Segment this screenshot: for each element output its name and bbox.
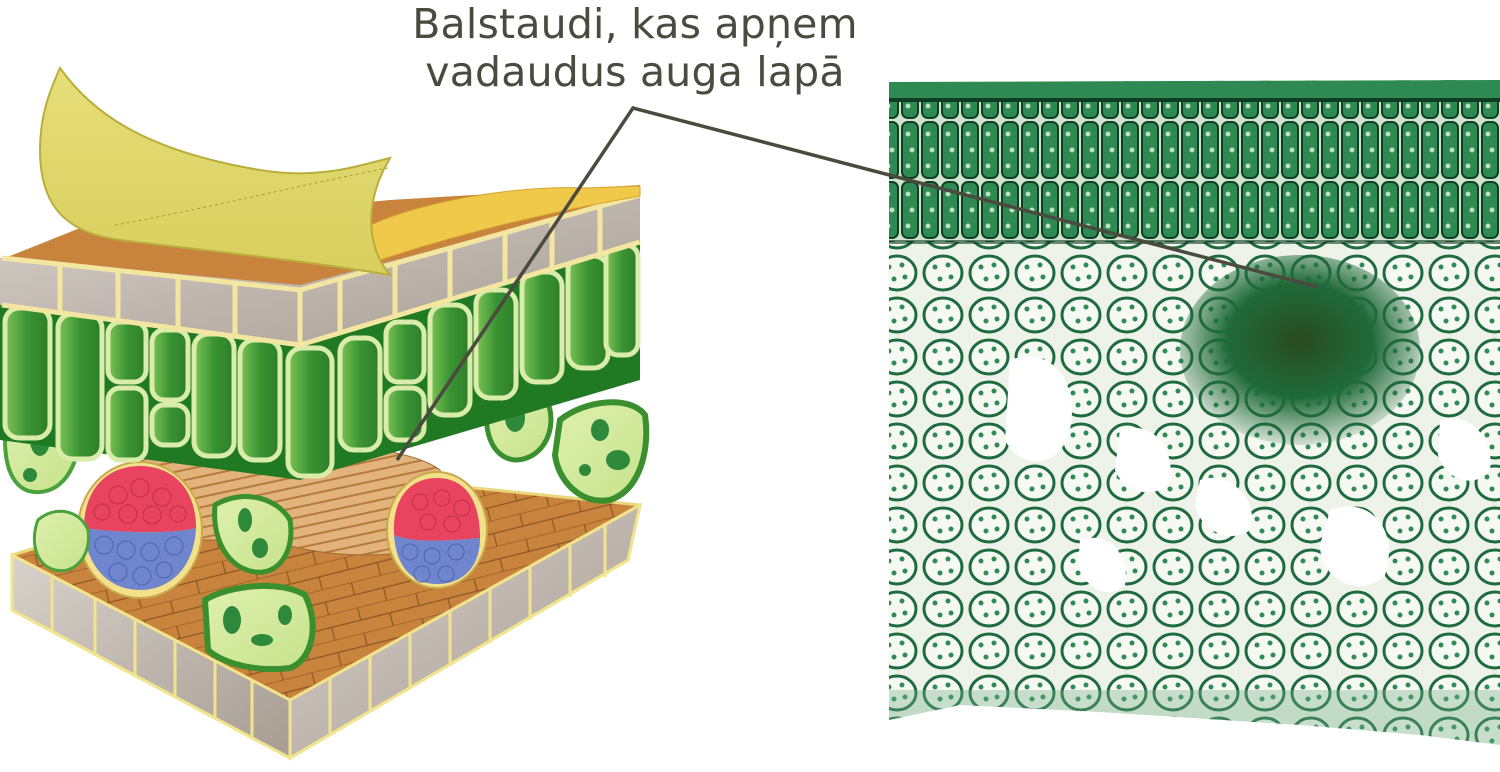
spongy-mesophyll [2, 382, 650, 673]
vascular-bundle-left [77, 461, 203, 599]
leaf-illustration [0, 66, 650, 761]
caption-line-2: vadaudus auga lapā [425, 48, 845, 96]
leader-line [395, 105, 1319, 461]
caption-line-1: Balstaudi, kas apņem [412, 0, 858, 48]
cuticle-fold-line [114, 167, 389, 226]
vascular-bundle-right [386, 471, 488, 589]
caption-label: Balstaudi, kas apņem vadaudus auga lapā [380, 0, 890, 96]
leaf-micrograph [889, 80, 1500, 745]
